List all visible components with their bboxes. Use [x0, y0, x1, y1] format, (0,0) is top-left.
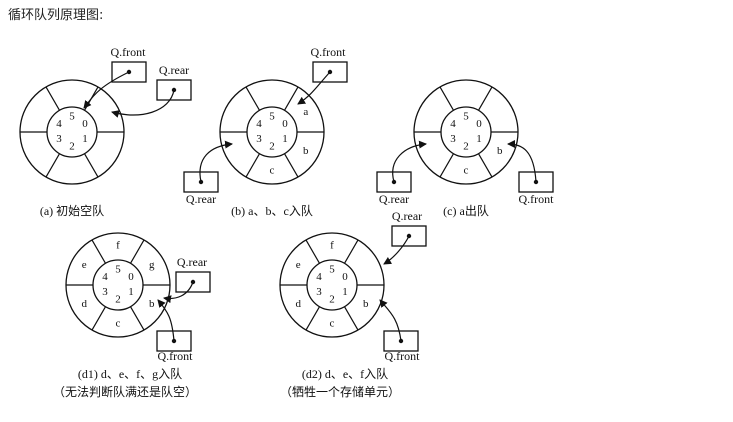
- slot-index: 2: [463, 141, 469, 153]
- slot-divider: [477, 86, 493, 111]
- slot-divider: [245, 153, 261, 178]
- ring-d2: 0 123 45 b c d e f: [279, 232, 385, 338]
- slot-index: 0: [82, 118, 88, 130]
- caption-d2: (d2) d、e、f入队: [302, 366, 388, 381]
- slot-index: 4: [56, 118, 62, 130]
- slot-divider: [45, 153, 61, 178]
- slot-index: 0: [342, 271, 348, 283]
- slot-index: 3: [316, 286, 322, 298]
- slot-index: 3: [256, 133, 262, 145]
- slot-index: 2: [69, 141, 75, 153]
- slot-divider: [129, 306, 145, 331]
- rear-label: Q.rear: [177, 255, 207, 269]
- slot-divider: [91, 239, 107, 264]
- slot-element: d: [295, 298, 301, 310]
- slot-divider: [439, 86, 455, 111]
- slot-index: 4: [256, 118, 262, 130]
- slot-divider: [283, 86, 299, 111]
- slot-divider: [245, 86, 261, 111]
- slot-index: 4: [316, 271, 322, 283]
- caption-b: (b) a、b、c入队: [231, 203, 313, 218]
- slot-index: 3: [56, 133, 62, 145]
- slot-index: 5: [69, 111, 75, 123]
- ring-b: 0 123 45 a b c: [219, 79, 325, 185]
- slot-index: 1: [476, 133, 482, 145]
- rear-arrow: [199, 140, 233, 183]
- slot-element: c: [270, 165, 275, 177]
- slot-divider: [439, 153, 455, 178]
- caption-a: (a) 初始空队: [40, 203, 104, 218]
- front-label: Q.front: [519, 192, 555, 206]
- slot-index: 5: [269, 111, 275, 123]
- slot-element: c: [116, 318, 121, 330]
- slot-index: 5: [329, 264, 335, 276]
- rear-arrow: [392, 140, 427, 183]
- front-label: Q.front: [111, 45, 147, 59]
- slot-element: c: [330, 318, 335, 330]
- slot-index: 3: [450, 133, 456, 145]
- rear-arrow: [111, 89, 175, 118]
- front-arrow: [507, 140, 537, 183]
- slot-element: c: [464, 165, 469, 177]
- slot-index: 0: [476, 118, 482, 130]
- page-title: 循环队列原理图:: [8, 8, 104, 23]
- rear-arrow: [163, 281, 194, 304]
- rear-label: Q.rear: [392, 209, 422, 223]
- slot-index: 1: [282, 133, 288, 145]
- front-arrow: [379, 299, 402, 342]
- ring-d1: 0 123 45 g b c d e f: [65, 232, 171, 338]
- slot-divider: [305, 239, 321, 264]
- front-label: Q.front: [311, 45, 347, 59]
- rear-label: Q.rear: [379, 192, 409, 206]
- slot-element: b: [497, 145, 503, 157]
- slot-divider: [343, 306, 359, 331]
- ring-c: 0 123 45 b c: [413, 79, 519, 185]
- slot-element: f: [116, 240, 120, 252]
- slot-divider: [343, 239, 359, 264]
- slot-element: g: [149, 259, 155, 271]
- slot-element: e: [82, 259, 87, 271]
- slot-element: b: [303, 145, 309, 157]
- slot-divider: [129, 239, 145, 264]
- slot-index: 1: [82, 133, 88, 145]
- slot-element: b: [363, 298, 369, 310]
- slot-index: 0: [128, 271, 134, 283]
- front-label: Q.front: [158, 349, 194, 363]
- front-label: Q.front: [385, 349, 421, 363]
- slot-element: d: [81, 298, 87, 310]
- rear-arrow: [383, 235, 410, 265]
- caption-d1-note: （无法判断队满还是队空）: [53, 384, 197, 399]
- slot-divider: [477, 153, 493, 178]
- slot-index: 1: [128, 286, 134, 298]
- slot-divider: [91, 306, 107, 331]
- caption-c: (c) a出队: [443, 203, 489, 218]
- slot-element: a: [303, 106, 308, 118]
- rear-label: Q.rear: [186, 192, 216, 206]
- slot-index: 1: [342, 286, 348, 298]
- front-arrow: [297, 71, 331, 105]
- slot-element: f: [330, 240, 334, 252]
- slot-divider: [283, 153, 299, 178]
- slot-index: 4: [450, 118, 456, 130]
- slot-element: b: [149, 298, 155, 310]
- ring-a: 0 123 45: [19, 79, 125, 185]
- rear-label: Q.rear: [159, 63, 189, 77]
- slot-index: 2: [329, 294, 335, 306]
- slot-index: 2: [269, 141, 275, 153]
- caption-d1: (d1) d、e、f、g入队: [78, 366, 182, 381]
- slot-index: 5: [115, 264, 121, 276]
- slot-element: e: [296, 259, 301, 271]
- slot-divider: [305, 306, 321, 331]
- slot-index: 3: [102, 286, 108, 298]
- caption-d2-note: （牺牲一个存储单元）: [280, 384, 400, 399]
- slot-index: 4: [102, 271, 108, 283]
- slot-index: 2: [115, 294, 121, 306]
- front-arrow: [83, 71, 130, 109]
- slot-index: 0: [282, 118, 288, 130]
- slot-index: 5: [463, 111, 469, 123]
- slot-divider: [45, 86, 61, 111]
- front-arrow: [157, 299, 175, 342]
- slot-divider: [83, 153, 99, 178]
